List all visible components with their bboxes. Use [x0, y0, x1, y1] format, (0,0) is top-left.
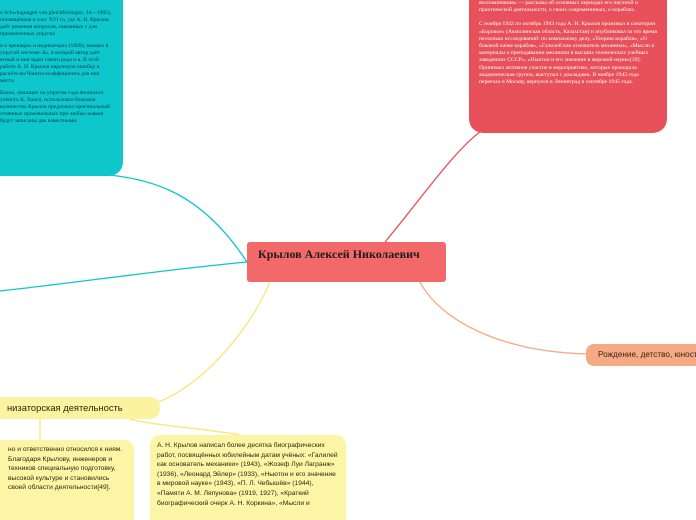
teal-note-paragraph: n Schwingungen von gleichförmigen, 34—19… — [0, 10, 112, 37]
teal-note-paragraph: и о крешерах и индикаторах (1909); ваемы… — [0, 43, 109, 84]
yellow-branch-label: низаторская деятельность — [7, 402, 123, 413]
yellow-branch-node[interactable]: низаторская деятельность — [0, 397, 160, 419]
link-to-yellow-branch — [149, 281, 271, 406]
central-topic-title: Крылов Алексей Николаевич — [258, 247, 420, 261]
yellow-right-card-text: А. Н. Крылов написал более десятка биогр… — [157, 442, 338, 507]
orange-topic-label: Рождение, детство, юность — [598, 350, 696, 359]
link-to-orange-node — [419, 281, 589, 355]
red-note-card[interactable]: воспоминания» — рассказы об основных пер… — [469, 0, 667, 133]
link-yellow-right-card — [129, 418, 241, 436]
link-to-left-branch — [0, 261, 248, 292]
link-to-teal-note — [109, 174, 248, 263]
teal-note-paragraph: Балок, лежащих на упругом года японского… — [0, 90, 111, 124]
orange-topic-node[interactable]: Рождение, детство, юность — [586, 344, 696, 366]
teal-note-card[interactable]: n Schwingungen von gleichförmigen, 34—19… — [0, 0, 123, 176]
red-note-paragraph: С ноября 1942 по октябрь 1943 года А. Н.… — [479, 21, 657, 86]
yellow-left-card-text: но и ответственно относился к ниям. Благ… — [8, 446, 123, 492]
red-note-paragraph: воспоминания» — рассказы об основных пер… — [479, 0, 638, 14]
yellow-left-card[interactable]: но и ответственно относился к ниям. Благ… — [0, 440, 134, 520]
yellow-right-card[interactable]: А. Н. Крылов написал более десятка биогр… — [150, 435, 346, 520]
link-to-red-note — [384, 131, 481, 243]
central-topic-node[interactable]: Крылов Алексей Николаевич — [247, 242, 446, 282]
